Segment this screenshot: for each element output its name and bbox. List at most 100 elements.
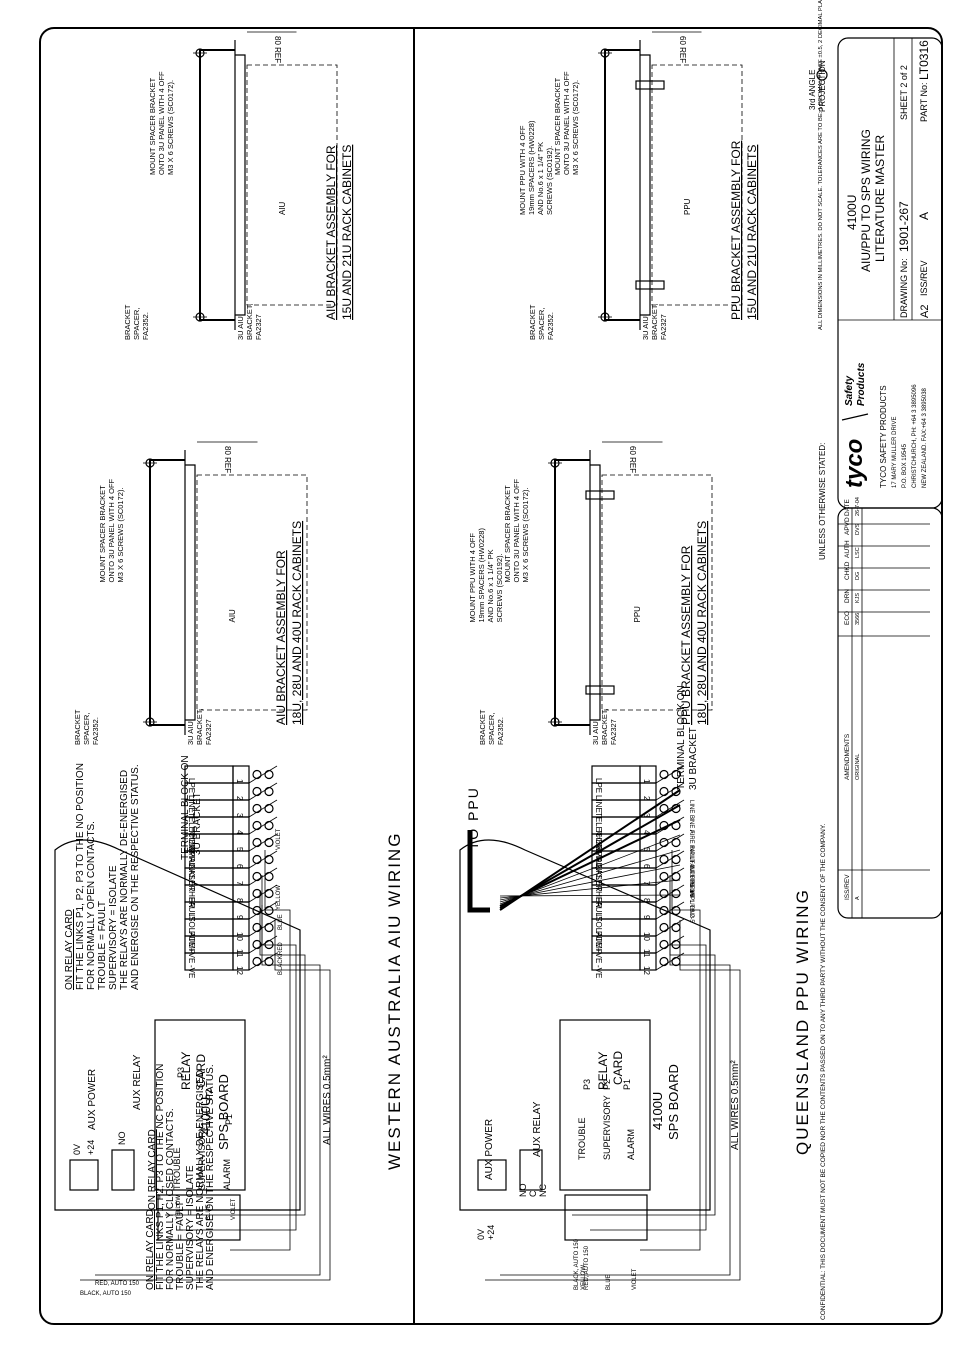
ppu-large-bracket-spacer-note-0: BRACKET [478, 709, 487, 745]
ppu-terminal-screw[interactable] [671, 837, 681, 848]
ppu-terminal-num: 3 [642, 813, 651, 818]
ppu-side-yellow: YELLOW [581, 1265, 587, 1290]
ppu-terminal-screw[interactable] [659, 956, 669, 967]
ppu-terminal-label: PUMP [594, 931, 603, 954]
ppu-side-violet: VIOLET [632, 1268, 638, 1290]
aiu-large-3u-bracket-note-0: 3U AIU [186, 721, 195, 745]
ppu-terminal-label: LPE [594, 778, 603, 793]
aiu-terminal-screw[interactable] [264, 871, 274, 882]
aiu-terminal-screw[interactable] [264, 888, 274, 899]
ppu-terminal-screw[interactable] [659, 803, 669, 814]
ppu-wire-label: LINE B [688, 800, 694, 819]
ppu-terminal-screw[interactable] [659, 871, 669, 882]
aiu-terminal-num-cell [232, 952, 250, 971]
ppu-terminal-num: 2 [642, 796, 651, 801]
ppu-wire-label: FAULT INPUTS 2-5 [688, 845, 694, 898]
aiu-terminal-screw[interactable] [264, 922, 274, 933]
aiu-terminal-screw[interactable] [264, 820, 274, 831]
rotated-drawing: WESTERN AUSTRALIA AIU WIRING ON RELAY CA… [54, 28, 812, 1324]
ppu-terminal-screw[interactable] [671, 854, 681, 865]
ppu-terminal-screw[interactable] [671, 905, 681, 916]
ppu-terminal-label: SPRINKLER [594, 846, 603, 892]
ppu-terminal-screw[interactable] [659, 939, 669, 950]
ppu-tb-title-1: 3U BRACKET [688, 727, 699, 790]
aiu-terminal-screw[interactable] [252, 871, 262, 882]
ppu-terminal-screw[interactable] [659, 854, 669, 865]
ppu-relay-alarm: ALARM [626, 1129, 636, 1160]
amend-header-2: ECO [844, 611, 851, 625]
aiu-large-bracket-spacer-note-1: SPACER, [82, 713, 91, 745]
aiu-small-title-0: AIU BRACKET ASSEMBLY FOR [324, 145, 338, 320]
aiu-wire-black [80, 920, 331, 1281]
ppu-small-3u-bracket-note-1: BRACKET, [650, 303, 659, 340]
ppu-terminal-screw[interactable] [671, 888, 681, 899]
aiu-terminal-screw[interactable] [252, 854, 262, 865]
amend-header-7: DATE [844, 498, 851, 516]
ppu-note-line-5: THE RELAYS ARE NORMALLY DE-ENERGISED [195, 1070, 206, 1290]
aiu-terminal-screw[interactable] [252, 786, 262, 797]
ppu-large-unit-label: PPU [633, 606, 642, 623]
aiu-terminal-screw[interactable] [252, 803, 262, 814]
ppu-large-3u-bracket-note-2: FA2327 [609, 719, 618, 745]
aiu-side-violet: VIOLET [231, 1198, 237, 1220]
aiu-terminal-screw[interactable] [252, 956, 262, 967]
aiu-small-bracket-spacer-note-1: SPACER, [132, 308, 141, 340]
ppu-terminal-screw[interactable] [671, 871, 681, 882]
aiu-terminal-label: +VE [187, 948, 196, 963]
ppu-large-bracket-spacer-note-1: SPACER, [487, 713, 496, 745]
ppu-terminal-screw[interactable] [659, 786, 669, 797]
ppu-small-bracket-spacer-note-2: FA2352. [546, 312, 555, 340]
aiu-terminal-screw[interactable] [252, 837, 262, 848]
aiu-terminal-screw[interactable] [264, 786, 274, 797]
aiu-terminal-screw[interactable] [264, 905, 274, 916]
aiu-terminal-screw[interactable] [264, 939, 274, 950]
aiu-terminal-num: 6 [235, 864, 244, 869]
aiu-link-p1: P1 [224, 1114, 234, 1125]
ppu-aux-relay-nc: NC [538, 1184, 548, 1197]
ppu-aux-relay-block [519, 1149, 543, 1191]
aiu-terminal-num: 8 [235, 898, 244, 903]
ppu-cable-black: BLACK, AUTO 150 [574, 1238, 580, 1290]
aiu-terminal-screw[interactable] [252, 769, 262, 780]
ppu-terminal-screw[interactable] [659, 922, 669, 933]
ppu-wire-red [500, 905, 731, 1276]
aiu-terminal-label: LINE [187, 795, 196, 813]
ppu-fan-wire [499, 894, 681, 897]
ppu-terminal-hatch [655, 833, 685, 852]
ppu-small-mount-ppu-note-1: 19mm SPACERS (HW0228) [527, 120, 536, 215]
aiu-relay-card-box [154, 1019, 246, 1191]
sheet-size: A2 [919, 305, 931, 318]
ppu-small-spacer-bracket [640, 54, 651, 316]
aiu-terminal-screw[interactable] [252, 820, 262, 831]
aiu-terminal-screw[interactable] [264, 769, 274, 780]
ppu-large-mount-ppu-note-2: AND No.6 x 1 1/4" PK [486, 549, 495, 622]
drawing-no: 1901-267 [897, 201, 911, 252]
part-no: LT0316 [917, 40, 931, 80]
ppu-terminal-screw[interactable] [659, 888, 669, 899]
aiu-small-bracket-spacer-note-2: FA2352. [141, 312, 150, 340]
aiu-terminal-screw[interactable] [264, 837, 274, 848]
ppu-large-mount-ppu-note-1: 19mm SPACERS (HW0228) [477, 528, 486, 623]
aiu-terminal-screw[interactable] [264, 956, 274, 967]
ppu-terminal-screw[interactable] [659, 769, 669, 780]
part-label: PART No: [919, 82, 929, 122]
aiu-note-line-2: FOR NORMALLY OPEN CONTACTS. [86, 821, 97, 990]
amend-header-6: APVD [844, 517, 851, 535]
ppu-terminal-screw[interactable] [671, 956, 681, 967]
aiu-terminal-screw[interactable] [264, 854, 274, 865]
aiu-large-bracket-profile [149, 459, 185, 726]
ppu-terminal-screw[interactable] [671, 922, 681, 933]
aiu-terminal-screw[interactable] [264, 803, 274, 814]
ppu-terminal-screw[interactable] [671, 939, 681, 950]
aiu-terminal-label: ISOLATE [187, 914, 196, 947]
aiu-large-unit-label: AIU [228, 609, 237, 623]
aiu-terminal-hatch [248, 850, 278, 869]
logo-divider [841, 413, 869, 421]
aiu-relay-supervisory: SUPERVISORY [197, 1125, 207, 1190]
aiu-board-outline [54, 839, 301, 1211]
aiu-large-unit-outline [196, 474, 308, 711]
amend-header-1: AMENDMENTS [844, 733, 851, 780]
